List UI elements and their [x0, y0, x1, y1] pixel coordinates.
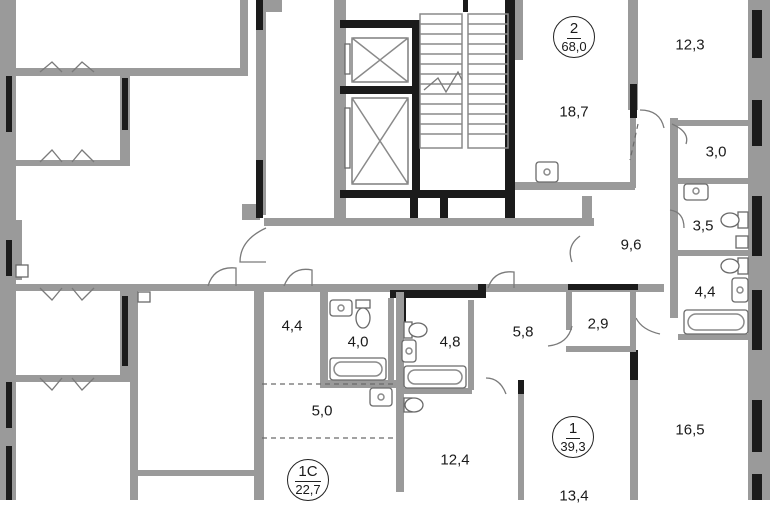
bathtub-icon [329, 357, 387, 381]
room-area: 3,0 [705, 143, 727, 161]
room-area: 5,0 [311, 402, 333, 420]
bathtub-icon [403, 365, 467, 389]
left-wing-walls [0, 0, 282, 500]
elevator-icon [344, 97, 409, 185]
apartment-number: 2 [566, 21, 582, 39]
sink-icon [329, 161, 749, 407]
room-area: 18,7 [559, 103, 589, 121]
apartment-badge-2: 2 68,0 [553, 16, 595, 58]
right-block-walls [515, 0, 770, 500]
apartment-area: 39,3 [560, 438, 586, 454]
core [334, 0, 515, 225]
left-columns [6, 0, 263, 500]
apartment-badge-1c: 1С 22,7 [287, 459, 329, 501]
room-area: 9,6 [620, 236, 642, 254]
room-area: 5,8 [512, 323, 534, 341]
elevator-icon [344, 37, 409, 83]
room-area: 16,5 [675, 421, 705, 439]
room-area: 12,4 [440, 451, 470, 469]
room-area: 4,4 [281, 317, 303, 335]
bathtub-icon [683, 309, 749, 335]
door-swing-icon [207, 227, 581, 395]
apartment-number: 1С [295, 464, 321, 482]
room-area: 2,9 [587, 315, 609, 333]
apartment-area: 68,0 [561, 38, 587, 54]
room-area: 12,3 [675, 36, 705, 54]
room-area: 4,8 [439, 333, 461, 351]
bathroom-walls [262, 284, 638, 500]
room-area: 3,5 [692, 217, 714, 235]
apartment-area: 22,7 [295, 481, 321, 497]
room-area: 4,0 [347, 333, 369, 351]
apartment-number: 1 [565, 421, 581, 439]
apartment-badge-1: 1 39,3 [552, 416, 594, 458]
left-door-swings [39, 61, 95, 391]
room-area: 4,4 [694, 283, 716, 301]
room-area: 13,4 [559, 487, 589, 505]
stairs-icon [419, 13, 509, 149]
toilet-icon [355, 211, 749, 413]
corridor-walls [254, 182, 664, 500]
